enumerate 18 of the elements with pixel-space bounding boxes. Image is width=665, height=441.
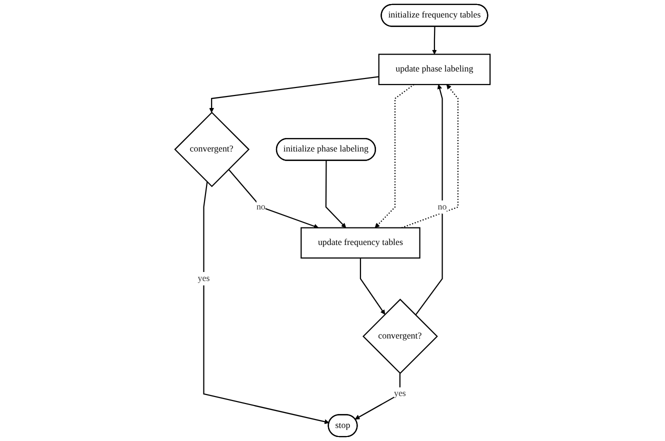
arrow (432, 26, 437, 55)
arrow (374, 84, 414, 228)
arrow (228, 168, 319, 229)
arrow (360, 258, 386, 315)
edge-label: yes (394, 388, 406, 398)
node-box: update frequency tables (300, 227, 420, 259)
arrow (203, 182, 330, 424)
node-box: update phase labeling (378, 54, 491, 86)
arrow (354, 373, 400, 420)
arrow (209, 76, 379, 113)
edge-label: no (438, 202, 447, 212)
arrow (415, 84, 443, 316)
edge-label: yes (198, 274, 210, 284)
node-diamond: convergent? (174, 112, 250, 188)
node-diamond: convergent? (362, 298, 438, 374)
arrow (325, 160, 346, 228)
edge-label: no (256, 202, 266, 212)
arrow (401, 84, 459, 228)
